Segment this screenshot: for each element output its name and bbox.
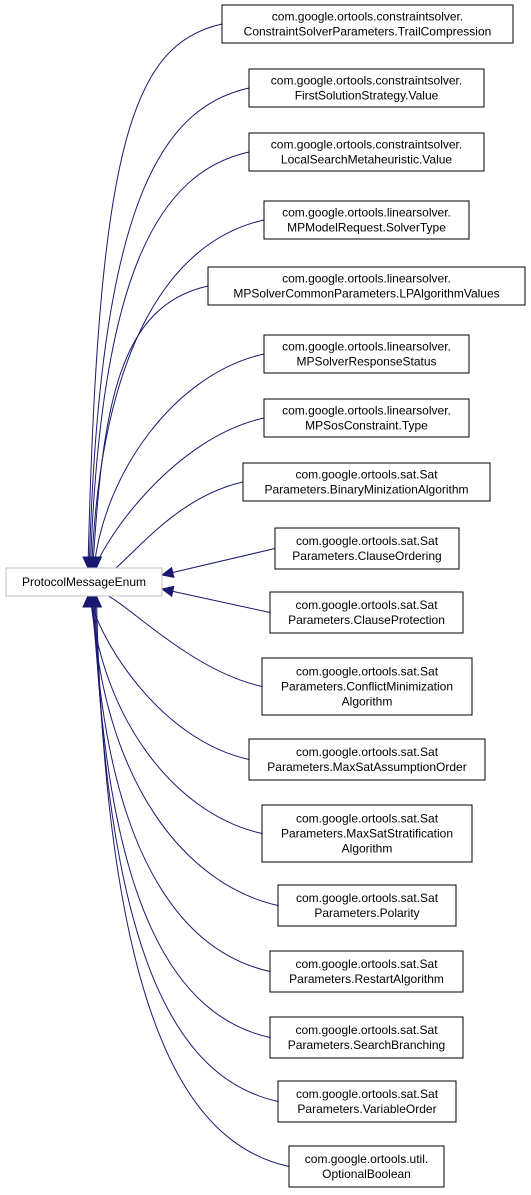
class-node-label-line: MPSolverResponseStatus <box>296 355 436 369</box>
class-node-label-line: LocalSearchMetaheuristic.Value <box>281 153 453 167</box>
class-node[interactable]: com.google.ortools.sat.SatParameters.Max… <box>261 804 473 863</box>
class-node-label-line: Parameters.ConflictMinimization <box>281 680 453 694</box>
class-node-label-line: com.google.ortools.linearsolver. <box>282 404 451 418</box>
inheritance-edge <box>93 353 265 569</box>
class-node-label-line: FirstSolutionStrategy.Value <box>295 89 439 103</box>
inheritance-edge <box>89 595 263 834</box>
class-node-label-line: com.google.ortools.sat.Sat <box>295 598 438 612</box>
class-node-box <box>288 1145 445 1188</box>
base-class-label: ProtocolMessageEnum <box>22 575 146 589</box>
class-node-box <box>269 1016 464 1059</box>
class-node-box <box>248 68 485 108</box>
class-node-label-line: Parameters.MaxSatStratification <box>281 827 453 841</box>
inheritance-edge <box>88 595 250 760</box>
class-node-box <box>263 398 470 438</box>
class-node-label-line: Parameters.BinaryMinizationAlgorithm <box>264 483 468 497</box>
class-node-box <box>274 527 460 570</box>
class-node-label-line: Parameters.ClauseProtection <box>288 613 445 627</box>
class-node-box <box>277 884 457 927</box>
class-node-box <box>261 657 473 716</box>
base-class-node[interactable]: ProtocolMessageEnum <box>5 567 163 597</box>
class-node[interactable]: com.google.ortools.linearsolver.MPSosCon… <box>263 398 470 438</box>
class-node[interactable]: com.google.ortools.sat.SatParameters.Cla… <box>269 591 464 634</box>
class-node-label-line: Parameters.VariableOrder <box>297 1102 436 1116</box>
class-node-label-line: com.google.ortools.util. <box>305 1152 428 1166</box>
inheritance-edge <box>92 285 209 569</box>
class-node[interactable]: com.google.ortools.linearsolver.MPModelR… <box>263 200 470 240</box>
inheritance-edge <box>89 151 250 569</box>
derived-class-nodes: com.google.ortools.constraintsolver.Cons… <box>207 4 526 1188</box>
class-node-label-line: Parameters.Polarity <box>314 906 419 920</box>
class-node-box <box>242 462 491 502</box>
inheritance-edge <box>161 548 276 576</box>
class-node-box <box>221 4 514 44</box>
arrowhead <box>160 566 175 578</box>
class-node[interactable]: com.google.ortools.sat.SatParameters.Bin… <box>242 462 491 502</box>
class-node[interactable]: com.google.ortools.linearsolver.MPSolver… <box>207 266 526 306</box>
class-node-label-line: com.google.ortools.linearsolver. <box>282 340 451 354</box>
inheritance-edge <box>87 23 223 569</box>
class-node[interactable]: com.google.ortools.sat.SatParameters.Sea… <box>269 1016 464 1059</box>
class-node-box <box>207 266 526 306</box>
class-node-box <box>269 950 464 993</box>
inheritance-edge <box>94 595 279 1102</box>
inheritance-edge <box>91 219 265 569</box>
class-node-label-line: com.google.ortools.sat.Sat <box>295 468 438 482</box>
class-node-label-line: MPSolverCommonParameters.LPAlgorithmValu… <box>233 287 499 301</box>
class-node[interactable]: com.google.ortools.linearsolver.MPSolver… <box>263 334 470 374</box>
class-node-label-line: Algorithm <box>342 842 393 856</box>
class-node-label-line: Algorithm <box>342 695 393 709</box>
class-node[interactable]: com.google.ortools.constraintsolver.Cons… <box>221 4 514 44</box>
class-node-label-line: com.google.ortools.linearsolver. <box>282 206 451 220</box>
class-node[interactable]: com.google.ortools.sat.SatParameters.Max… <box>248 738 486 781</box>
class-node-box <box>248 132 485 172</box>
class-node-label-line: com.google.ortools.constraintsolver. <box>272 10 463 24</box>
class-node-label-line: com.google.ortools.constraintsolver. <box>271 138 462 152</box>
class-node-label-line: Parameters.MaxSatAssumptionOrder <box>267 760 466 774</box>
class-node-box <box>261 804 473 863</box>
arrowhead <box>160 585 175 598</box>
class-node-box <box>269 591 464 634</box>
inheritance-edge <box>88 87 250 569</box>
inheritance-edge <box>94 417 265 569</box>
class-node[interactable]: com.google.ortools.sat.SatParameters.Pol… <box>277 884 457 927</box>
class-node[interactable]: com.google.ortools.constraintsolver.Firs… <box>248 68 485 108</box>
inheritance-edge <box>91 595 279 906</box>
class-node-label-line: com.google.ortools.sat.Sat <box>296 665 439 679</box>
class-node-label-line: Parameters.SearchBranching <box>288 1038 445 1052</box>
class-node[interactable]: com.google.ortools.sat.SatParameters.Var… <box>277 1080 457 1123</box>
class-node[interactable]: com.google.ortools.sat.SatParameters.Con… <box>261 657 473 716</box>
class-node-label-line: com.google.ortools.sat.Sat <box>296 534 439 548</box>
class-node[interactable]: com.google.ortools.sat.SatParameters.Cla… <box>274 527 460 570</box>
class-node-box <box>277 1080 457 1123</box>
class-node-label-line: com.google.ortools.sat.Sat <box>296 891 439 905</box>
class-node[interactable]: com.google.ortools.util.OptionalBoolean <box>288 1145 445 1188</box>
class-node-box <box>263 200 470 240</box>
class-node-label-line: com.google.ortools.sat.Sat <box>295 1023 438 1037</box>
class-node-label-line: com.google.ortools.sat.Sat <box>296 745 439 759</box>
class-node-label-line: MPModelRequest.SolverType <box>287 221 446 235</box>
arrowhead <box>90 556 103 570</box>
class-node-label-line: com.google.ortools.sat.Sat <box>296 812 439 826</box>
inheritance-edge <box>95 595 290 1167</box>
class-node-box <box>248 738 486 781</box>
arrowhead <box>90 594 103 608</box>
class-node-label-line: com.google.ortools.sat.Sat <box>295 957 438 971</box>
class-node-label-line: ConstraintSolverParameters.TrailCompress… <box>244 25 492 39</box>
inheritance-edge <box>161 588 271 613</box>
class-node-label-line: OptionalBoolean <box>322 1167 411 1181</box>
class-node-label-line: com.google.ortools.sat.Sat <box>296 1087 439 1101</box>
class-node[interactable]: com.google.ortools.sat.SatParameters.Res… <box>269 950 464 993</box>
class-node-label-line: com.google.ortools.linearsolver. <box>282 272 451 286</box>
inheritance-edge <box>92 595 271 972</box>
class-node[interactable]: com.google.ortools.constraintsolver.Loca… <box>248 132 485 172</box>
class-node-label-line: com.google.ortools.constraintsolver. <box>271 74 462 88</box>
class-node-label-line: Parameters.ClauseOrdering <box>292 549 441 563</box>
class-node-label-line: Parameters.RestartAlgorithm <box>289 972 444 986</box>
class-node-label-line: MPSosConstraint.Type <box>305 419 428 433</box>
class-node-box <box>263 334 470 374</box>
